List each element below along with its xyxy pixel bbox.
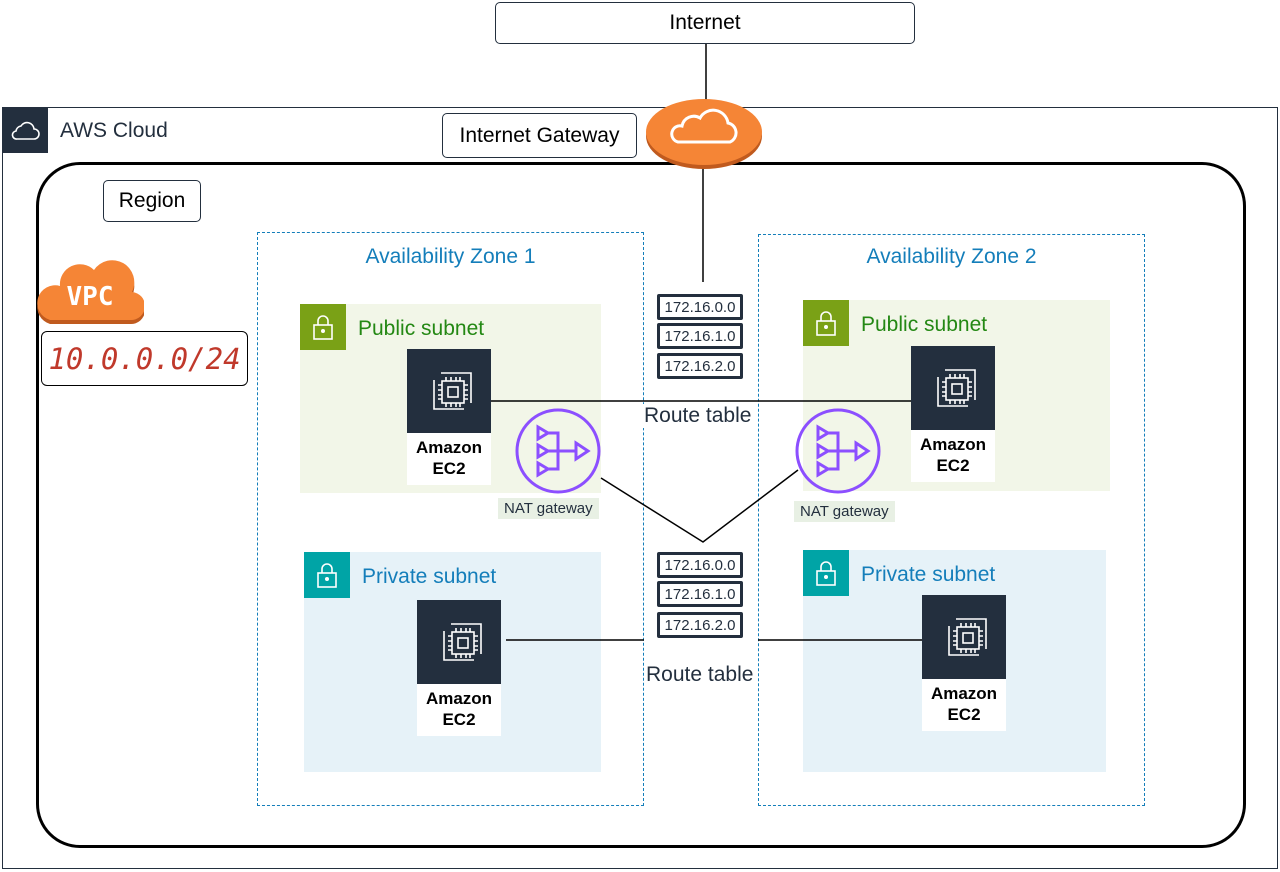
route-table-1-label: Route table: [642, 404, 754, 428]
route-table-2-entry: 172.16.0.0: [657, 552, 743, 578]
az1-public-subnet-label: Public subnet: [358, 317, 485, 340]
lock-icon: [803, 300, 849, 346]
az2-nat-gateway-label: NAT gateway: [794, 501, 895, 522]
route-table-1-entry: 172.16.1.0: [657, 323, 743, 349]
ec2-chip-icon: [407, 349, 491, 433]
internet-gateway-icon: [644, 96, 764, 175]
internet-gateway-label: Internet Gateway: [442, 113, 637, 158]
nat-gateway-icon: [514, 407, 602, 500]
region-label: Region: [103, 180, 201, 222]
vpc-badge-label: VPC: [66, 282, 114, 312]
nat-gateway-icon: [794, 407, 882, 500]
ec2-chip-icon: [922, 595, 1006, 679]
lock-icon: [304, 552, 350, 598]
route-table-2-label: Route table: [644, 663, 756, 687]
region-container: [36, 162, 1246, 848]
az1-nat-gateway-label: NAT gateway: [498, 498, 599, 519]
ec2-chip-icon: [911, 346, 995, 430]
vpc-cidr-label: 10.0.0.0/24: [48, 341, 241, 376]
vpc-cloud-icon: VPC: [36, 258, 146, 328]
az2-private-subnet-label: Private subnet: [861, 563, 996, 586]
availability-zone-1-label: Availability Zone 1: [365, 245, 536, 268]
route-table-1-entry: 172.16.0.0: [657, 294, 743, 320]
aws-cloud-icon: [2, 107, 48, 153]
aws-cloud-label: AWS Cloud: [60, 119, 168, 142]
internet-box: Internet: [495, 2, 915, 44]
lock-icon: [803, 550, 849, 596]
route-table-2-entry: 172.16.1.0: [657, 581, 743, 607]
az2-public-subnet-label: Public subnet: [861, 313, 988, 336]
availability-zone-2-label: Availability Zone 2: [866, 245, 1037, 268]
route-table-1-entry: 172.16.2.0: [657, 353, 743, 379]
aws-cloud-container: [2, 107, 1278, 869]
vpc-cidr-box: 10.0.0.0/24: [41, 331, 248, 386]
route-table-2-entry: 172.16.2.0: [657, 612, 743, 638]
ec2-chip-icon: [417, 600, 501, 684]
az1-private-subnet-label: Private subnet: [362, 565, 497, 588]
lock-icon: [300, 304, 346, 350]
